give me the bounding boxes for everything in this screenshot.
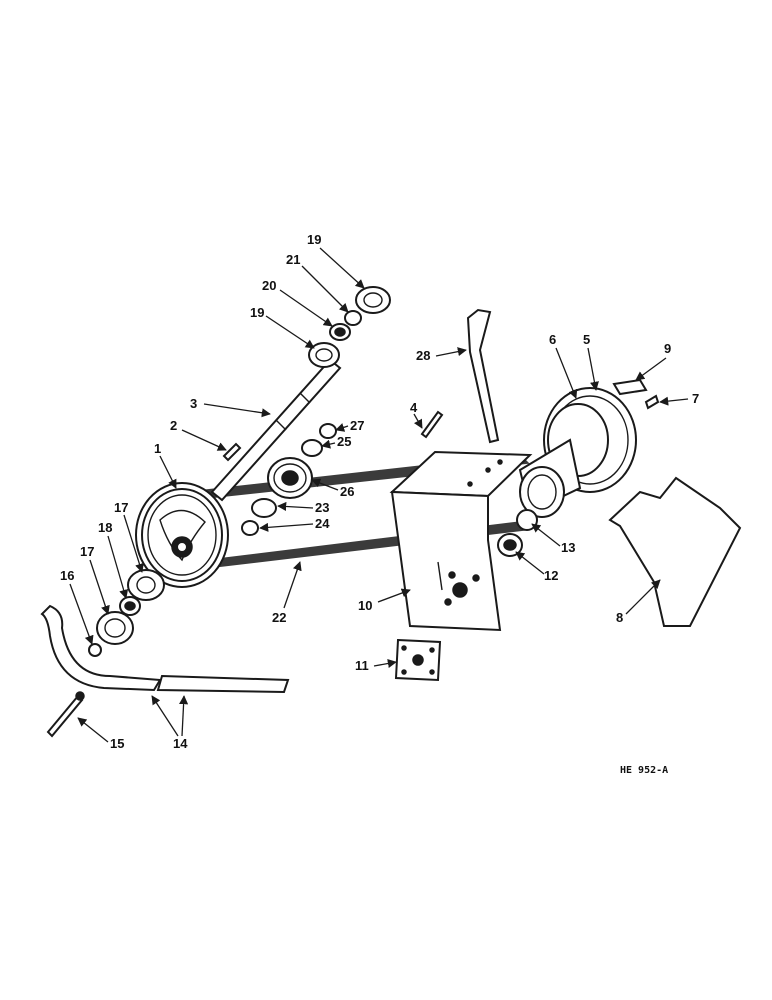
clip (612, 378, 660, 410)
callout-17-lower: 17 (80, 544, 94, 559)
callout-3: 3 (190, 396, 197, 411)
callout-19-upper: 19 (307, 232, 321, 247)
idler-pulley (241, 423, 337, 536)
callout-17-upper: 17 (114, 500, 128, 515)
callout-21: 21 (286, 252, 300, 267)
callout-24: 24 (315, 516, 330, 531)
callout-8: 8 (616, 610, 623, 625)
callout-1: 1 (154, 441, 161, 456)
callout-10: 10 (358, 598, 372, 613)
guard (608, 476, 742, 627)
shaft (210, 358, 342, 502)
callout-16: 16 (60, 568, 74, 583)
large-sprocket-pulley (518, 387, 637, 518)
key (222, 442, 242, 462)
callout-25: 25 (337, 434, 351, 449)
mounting-bracket (389, 450, 533, 632)
callout-27: 27 (350, 418, 364, 433)
callout-22: 22 (272, 610, 286, 625)
reference-code: HE 952-A (620, 765, 668, 776)
callout-12: 12 (544, 568, 558, 583)
drive-pulley (135, 482, 229, 588)
plate (394, 638, 442, 682)
callout-15: 15 (110, 736, 124, 751)
callout-14: 14 (173, 736, 188, 751)
callout-19-lower: 19 (250, 305, 264, 320)
bushings (497, 509, 538, 557)
bolt-small (420, 410, 444, 439)
belt-shield (40, 604, 290, 694)
left-bearings (88, 569, 165, 657)
callout-4: 4 (410, 400, 418, 415)
support-arm (466, 308, 500, 444)
bearing-stack (308, 286, 391, 368)
callout-7: 7 (692, 391, 699, 406)
callout-5: 5 (583, 332, 590, 347)
callout-6: 6 (549, 332, 556, 347)
callout-labels: 1 2 3 4 5 6 7 8 9 10 11 12 13 14 15 16 (60, 232, 699, 751)
callout-9: 9 (664, 341, 671, 356)
bolt (46, 691, 85, 738)
callout-18: 18 (98, 520, 112, 535)
callout-26: 26 (340, 484, 354, 499)
callout-2: 2 (170, 418, 177, 433)
callout-23: 23 (315, 500, 329, 515)
callout-13: 13 (561, 540, 575, 555)
callout-20: 20 (262, 278, 276, 293)
callout-28: 28 (416, 348, 430, 363)
callout-11: 11 (355, 658, 369, 673)
